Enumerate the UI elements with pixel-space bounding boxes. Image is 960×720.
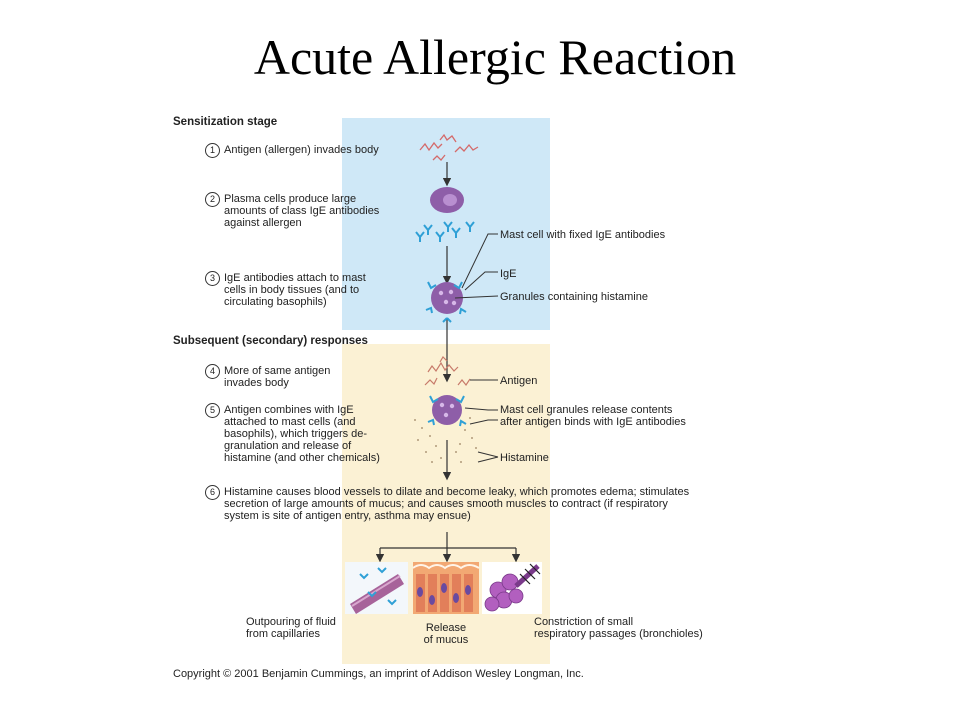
outcome-branch-arrows [375, 532, 521, 563]
mast-cell-degranulating [427, 395, 467, 427]
step-1-number: 1 [205, 143, 220, 158]
label-leader-lines [454, 233, 499, 463]
step-6-number: 6 [205, 485, 220, 500]
allergen-fragments [419, 133, 479, 161]
label-granules: Granules containing histamine [500, 291, 648, 303]
antigen-cluster [424, 356, 471, 387]
step-1-text: Antigen (allergen) invades body [224, 144, 379, 156]
label-histamine: Histamine [500, 452, 549, 464]
step-2-text: Plasma cells produce large amounts of cl… [224, 193, 380, 229]
label-granule-release: Mast cell granules release contents afte… [500, 404, 686, 428]
step-2-number: 2 [205, 192, 220, 207]
secondary-responses-header: Subsequent (secondary) responses [173, 335, 368, 347]
ige-antibodies [415, 221, 475, 242]
step-6-text: Histamine causes blood vessels to dilate… [224, 486, 690, 522]
label-ige: IgE [500, 268, 517, 280]
histamine-particles [414, 417, 477, 463]
step-5-text: Antigen combines with IgE attached to ma… [224, 404, 380, 464]
step-5-number: 5 [205, 403, 220, 418]
label-mast-cell: Mast cell with fixed IgE antibodies [500, 229, 666, 241]
step-3-number: 3 [205, 271, 220, 286]
caption-fluid-outpouring: Outpouring of fluid from capillaries [246, 616, 336, 640]
step-4-number: 4 [205, 364, 220, 379]
plasma-cell [430, 187, 464, 213]
step-3-text: IgE antibodies attach to mast cells in b… [224, 272, 366, 308]
step-4-text: More of same antigen invades body [224, 365, 331, 389]
slide-title: Acute Allergic Reaction [253, 29, 737, 85]
caption-bronchiole-constriction: Constriction of small respiratory passag… [534, 616, 703, 640]
sensitization-stage-header: Sensitization stage [173, 116, 278, 128]
leaky-capillary-image [345, 562, 408, 614]
mast-cell-sensitized [425, 281, 467, 323]
copyright-notice: Copyright © 2001 Benjamin Cummings, an i… [173, 668, 584, 680]
mucus-secretion-image [412, 562, 480, 614]
constricted-bronchioles-image [482, 562, 542, 614]
caption-mucus-release: Release of mucus [423, 622, 469, 646]
label-antigen: Antigen [500, 375, 538, 387]
